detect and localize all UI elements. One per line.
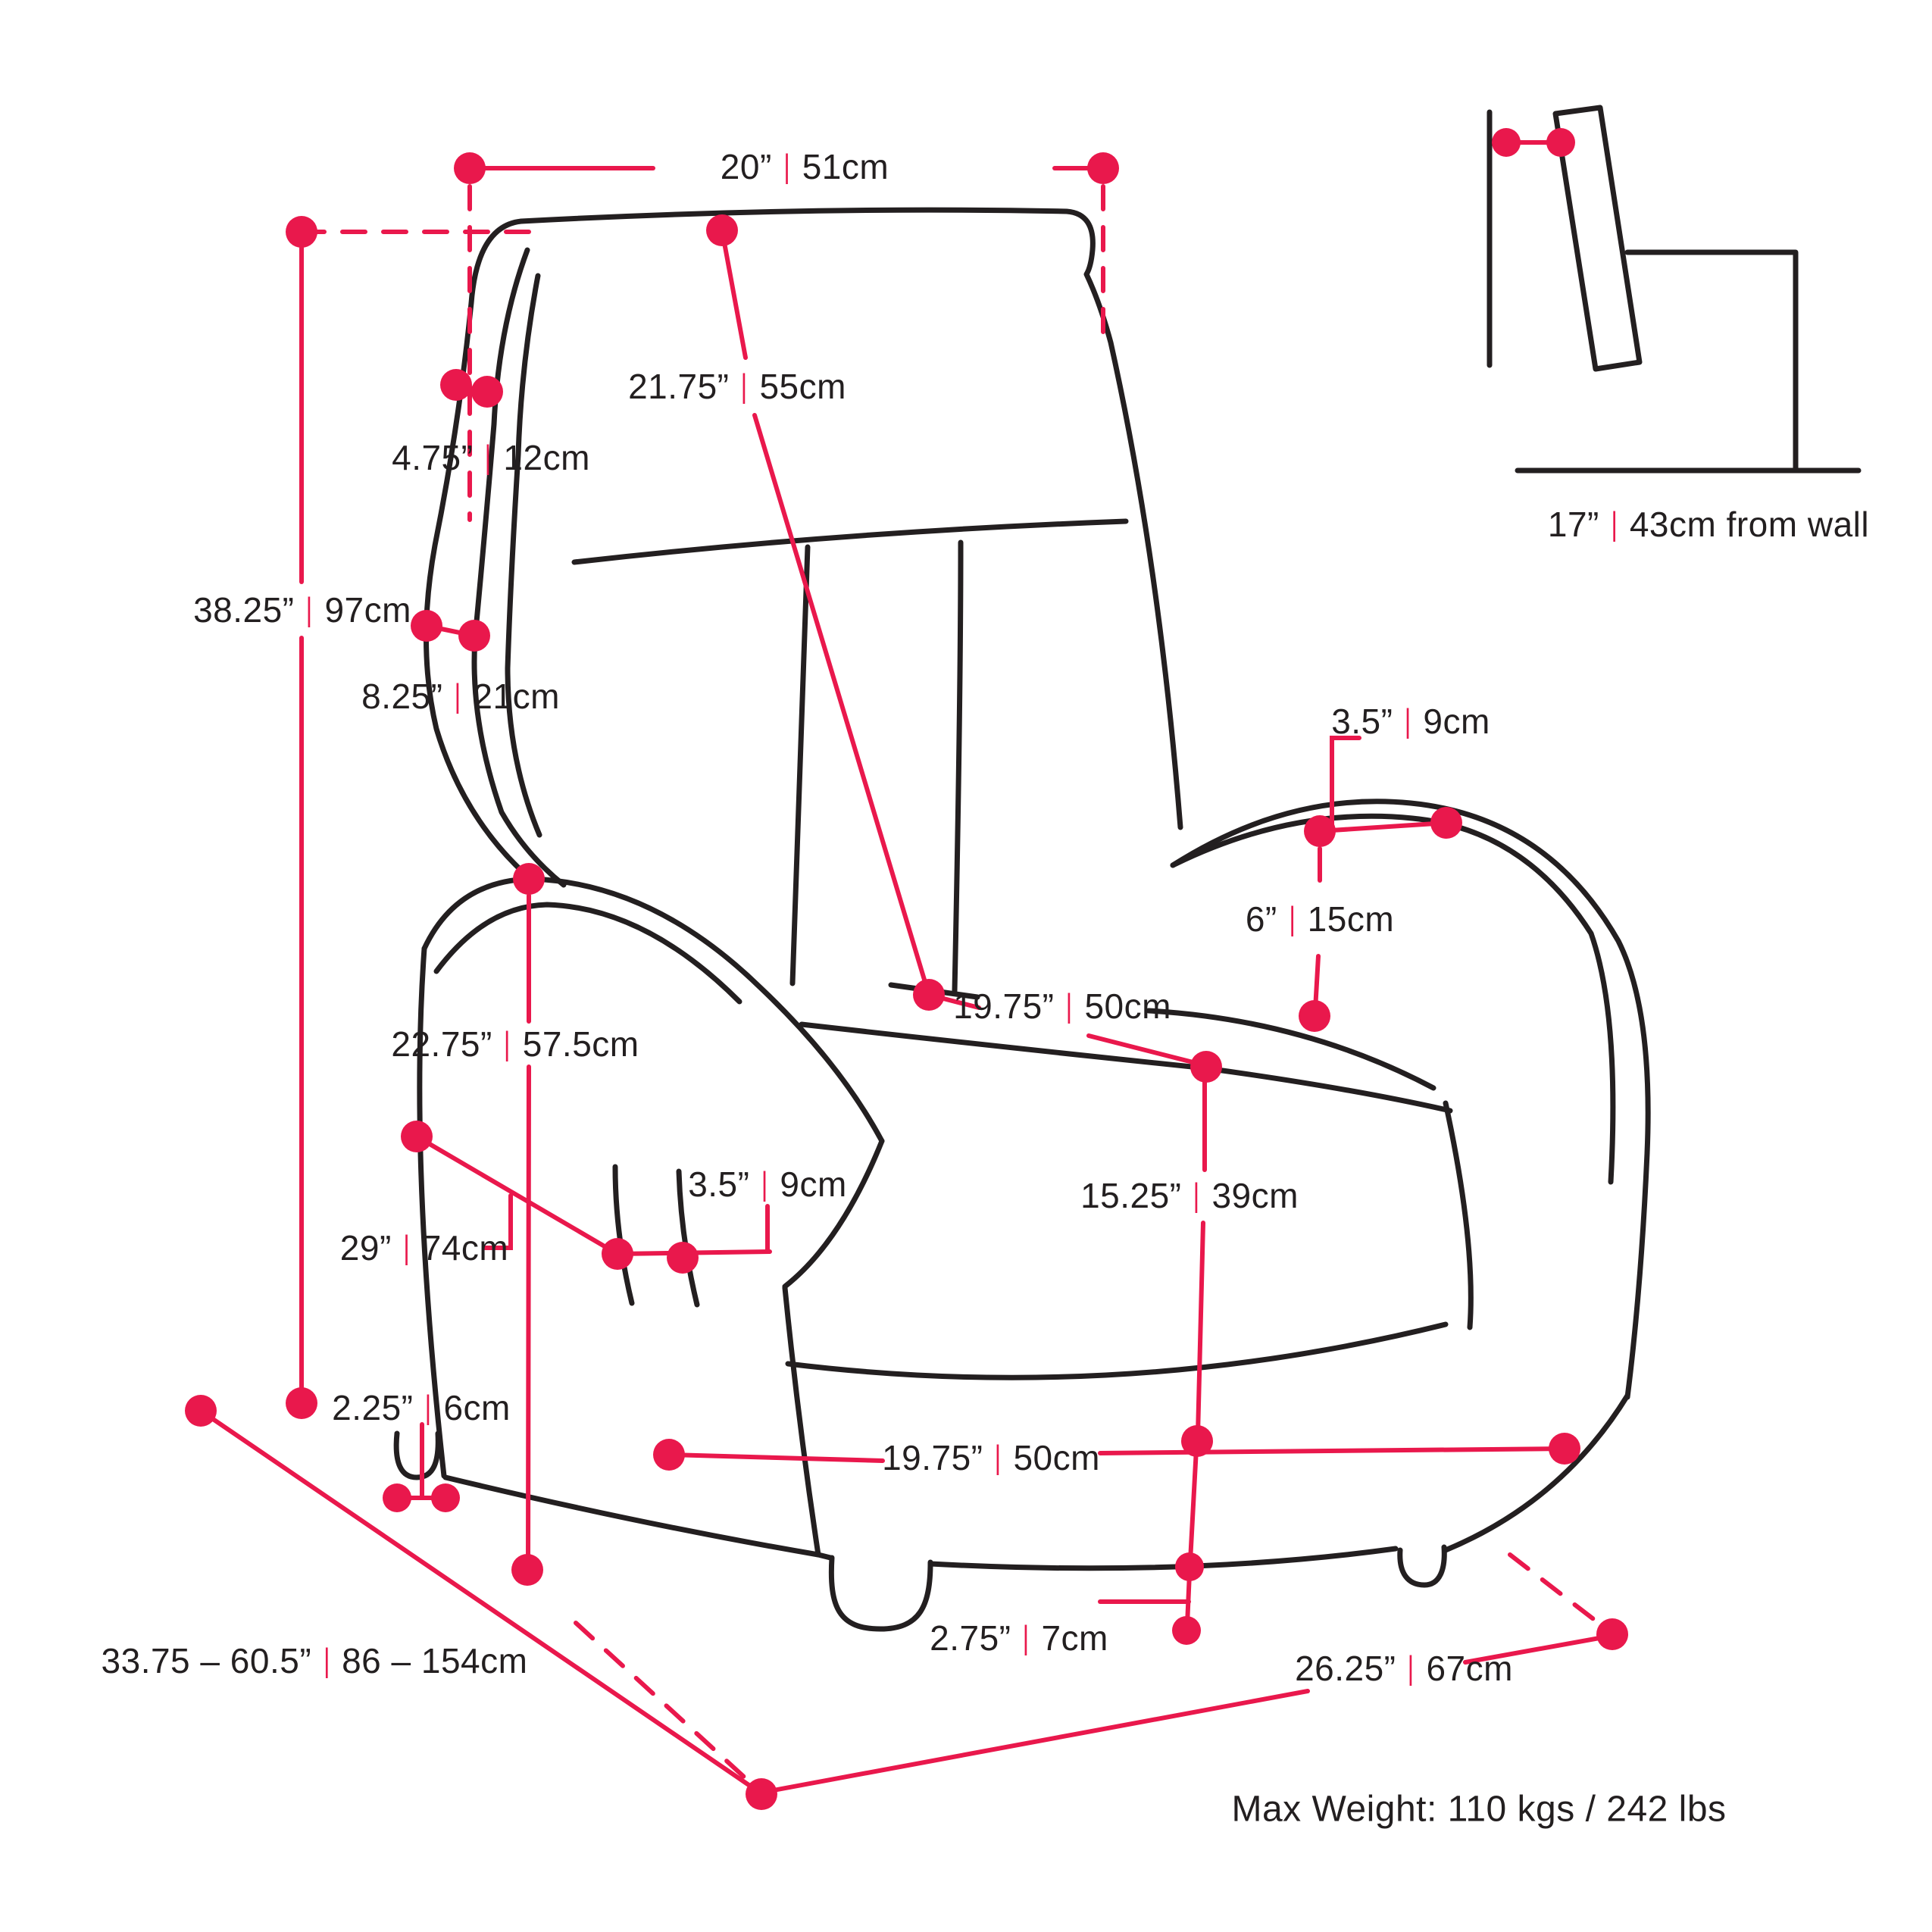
dim-foot-height: 2.25”|6cm <box>332 1388 511 1427</box>
dimension-dots <box>185 128 1628 1810</box>
dim-recline-length: 33.75 – 60.5”|86 – 154cm <box>101 1641 528 1680</box>
dimension-lines <box>199 140 1610 1795</box>
side-seat <box>1624 249 1799 473</box>
dim-back-side: 8.25”|21cm <box>361 677 560 716</box>
dim-armrest-above-seat: 6”|15cm <box>1245 899 1395 939</box>
max-weight-note: Max Weight: 110 kgs / 242 lbs <box>1231 1789 1727 1830</box>
dim-base-clearance: 2.75”|7cm <box>930 1618 1108 1658</box>
dim-base-side-depth: 26.25”|67cm <box>1295 1649 1513 1688</box>
dim-armrest-top-width: 3.5”|9cm <box>1331 702 1490 741</box>
dim-backrest-length: 21.75”|55cm <box>628 367 846 406</box>
dim-seat-height: 15.25”|39cm <box>1080 1176 1299 1215</box>
chair-outline <box>393 207 1651 1632</box>
dim-armrest-front-width: 3.5”|9cm <box>688 1165 847 1204</box>
dim-seat-depth: 29”|74cm <box>339 1228 509 1268</box>
dim-headrest-side: 4.75”|12cm <box>392 438 590 477</box>
dim-total-height: 38.25”|97cm <box>193 590 411 630</box>
side-backrest <box>1552 105 1643 372</box>
dashed-guides <box>299 184 1608 1789</box>
dim-wall-clearance: 17”|43cm from wall <box>1547 505 1870 544</box>
wall-clearance-diagram <box>1487 105 1862 474</box>
dim-top-width: 20”|51cm <box>720 147 889 186</box>
dim-base-front-width: 19.75”|50cm <box>882 1438 1100 1477</box>
dim-seat-width: 19.75”|50cm <box>953 986 1171 1026</box>
dim-arm-height: 22.75”|57.5cm <box>391 1024 639 1064</box>
